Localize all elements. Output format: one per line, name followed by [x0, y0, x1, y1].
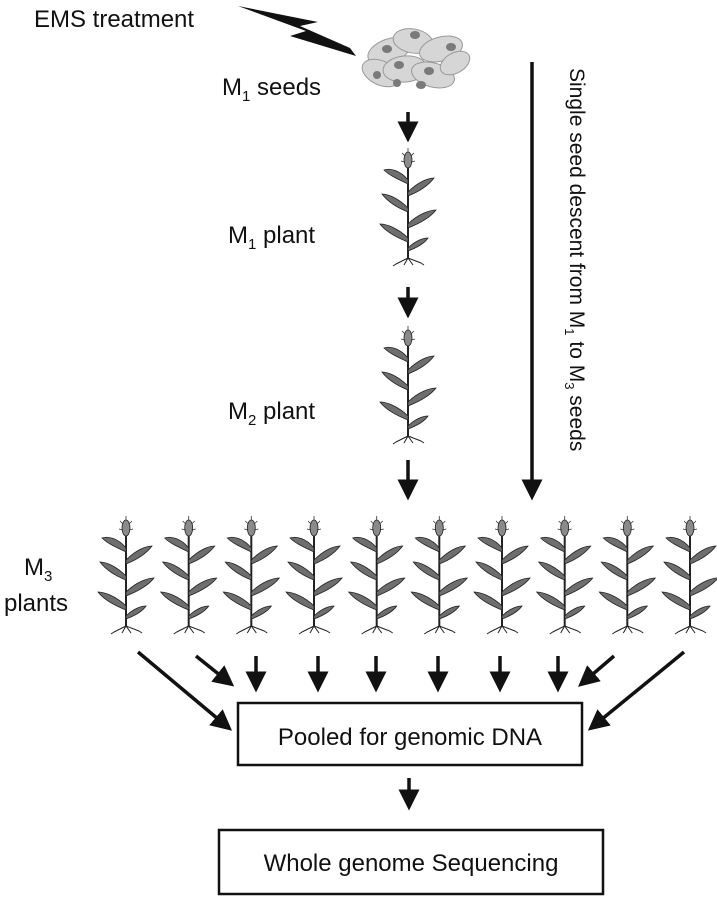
lightning-bolt-icon: [238, 6, 356, 56]
m1-plant-icon: [379, 147, 437, 267]
converging-arrows: [136, 650, 686, 731]
arrow-converge-9: [578, 654, 616, 687]
m3-plant-icon: [535, 515, 594, 635]
arrow-converge-1: [136, 650, 233, 731]
m1-seeds-label: M1 seeds: [222, 74, 321, 105]
m3-plant-row: [97, 515, 717, 635]
seed-cluster-icon: [361, 28, 471, 89]
m3-plants-label: M3: [24, 554, 52, 585]
m3-plant-icon: [598, 515, 657, 635]
m3-plant-icon: [661, 515, 717, 635]
m3-plant-icon: [285, 515, 343, 635]
sequencing-label: Whole genome Sequencing: [264, 850, 559, 877]
m3-plant-icon: [97, 515, 155, 635]
m3-plant-icon: [473, 515, 531, 635]
m3-plant-icon: [159, 515, 218, 635]
m3-plant-icon: [347, 515, 406, 635]
m2-plant-label: M2 plant: [228, 398, 315, 429]
m3-plant-icon: [222, 515, 281, 635]
m3-plants-label-line2: plants: [4, 590, 68, 617]
single-seed-descent-label: Single seed descent from M1 to M3 seeds: [562, 68, 588, 451]
pooled-dna-label: Pooled for genomic DNA: [278, 724, 542, 751]
m2-plant-icon: [379, 325, 437, 445]
arrow-converge-10: [587, 650, 686, 731]
arrow-converge-2: [194, 654, 235, 687]
ems-treatment-label: EMS treatment: [34, 6, 194, 33]
m3-plant-icon: [410, 515, 469, 635]
pooled-dna-box: [236, 701, 584, 767]
m1-plant-label: M1 plant: [228, 222, 315, 253]
sequencing-box: [217, 828, 605, 896]
